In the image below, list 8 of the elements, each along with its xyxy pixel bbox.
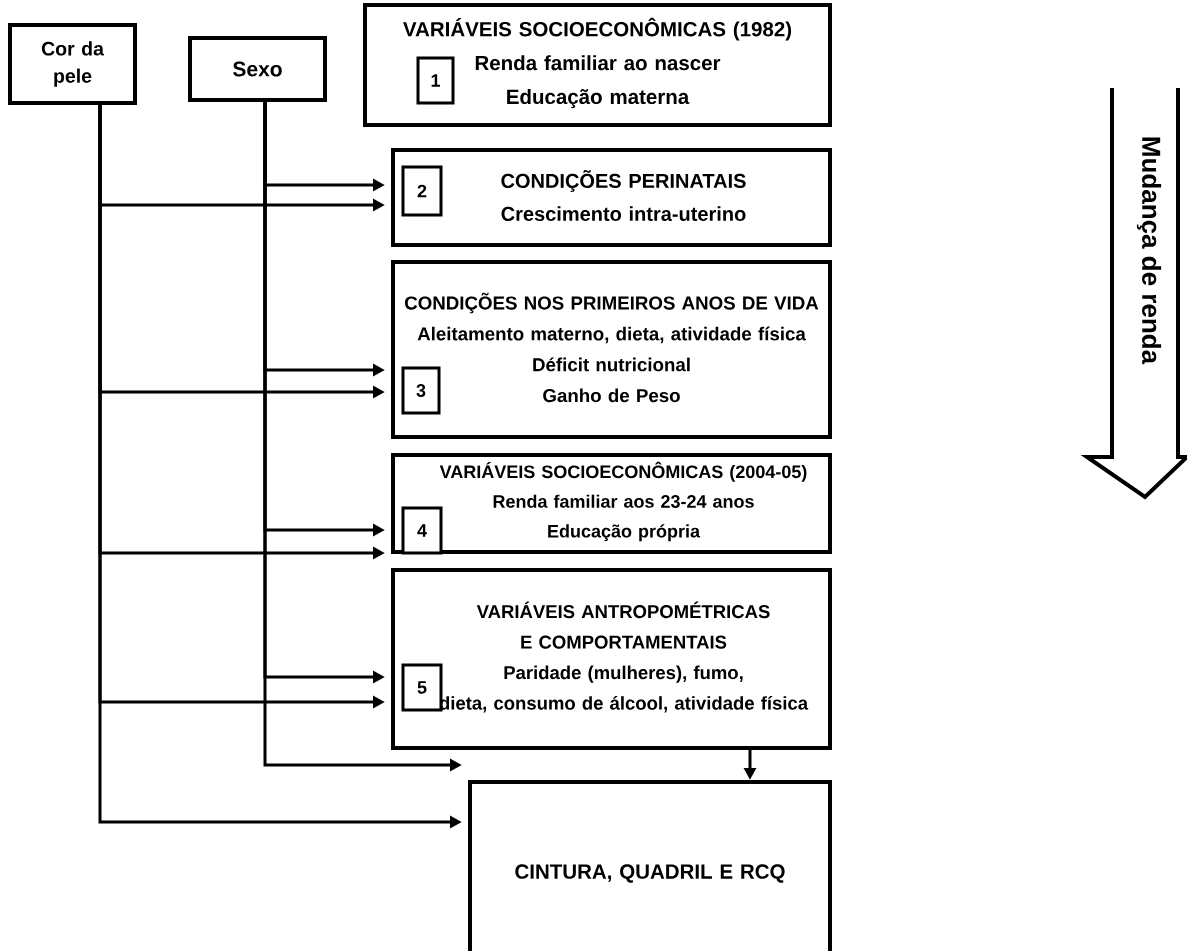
number-box: 5	[401, 663, 443, 712]
number-box: 1	[416, 56, 455, 105]
variable-box: Sexo	[188, 36, 327, 102]
number-box: 3	[401, 366, 441, 415]
variable-box: Cor da pele	[8, 23, 137, 105]
outcome-box: CINTURA, QUADRIL E RCQ	[468, 780, 832, 951]
number-box: 4	[401, 506, 443, 555]
number-box: 2	[401, 165, 443, 217]
